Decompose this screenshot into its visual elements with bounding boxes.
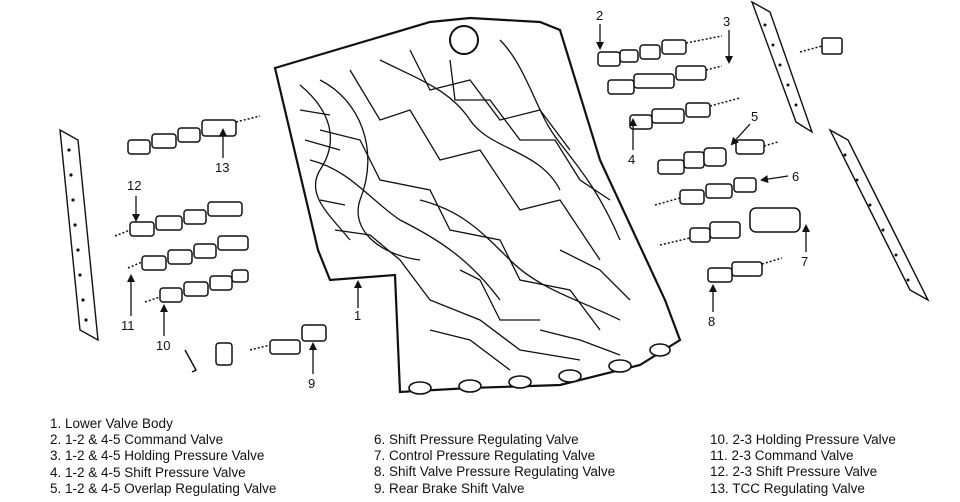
legend-item-11: 11. 2-3 Command Valve <box>710 448 854 464</box>
fluid-passages <box>299 39 631 371</box>
legend-item-10: 10. 2-3 Holding Pressure Valve <box>710 432 896 447</box>
callout-11: 11 <box>121 318 135 333</box>
body-bore <box>449 25 479 55</box>
legend-item-13: 13. TCC Regulating Valve <box>710 480 865 496</box>
callout-13: 13 <box>215 160 229 175</box>
callout-9: 9 <box>308 376 315 391</box>
callout-1: 1 <box>354 308 361 323</box>
callout-8: 8 <box>708 314 715 329</box>
legend-item-12: 12. 2-3 Shift Pressure Valve <box>710 464 878 480</box>
callout-2: 2 <box>596 8 603 23</box>
callout-12: 12 <box>127 178 141 193</box>
legend-column-1: 1. Lower Valve Body 2. 1-2 & 4-5 Command… <box>50 416 276 497</box>
valve-9-rear-brake-shift <box>184 324 327 373</box>
body-bosses <box>408 343 671 395</box>
right-upper-gasket-plate <box>750 0 814 134</box>
callout-6: 6 <box>792 169 799 184</box>
legend-item-7: 7. Control Pressure Regulating Valve <box>374 448 596 464</box>
lower-valve-body <box>273 16 682 395</box>
valve-8-shift-valve-pressure-regulating <box>707 257 783 283</box>
legend-column-3: 10. 2-3 Holding Pressure Valve 11. 2-3 C… <box>710 432 896 497</box>
valve-6-shift-pressure-regulating <box>654 177 757 206</box>
valve-10-holding-pressure <box>144 269 249 303</box>
callout-7: 7 <box>801 254 808 269</box>
valve-2-command <box>597 35 723 67</box>
legend-item-1: 1. Lower Valve Body <box>50 416 173 431</box>
callout-4: 4 <box>628 152 635 167</box>
legend-item-5: 5. 1-2 & 4-5 Overlap Regulating Valve <box>50 480 277 496</box>
legend-item-4: 4. 1-2 & 4-5 Shift Pressure Valve <box>50 464 246 480</box>
legend-item-9: 9. Rear Brake Shift Valve <box>374 480 525 496</box>
valve-12-shift-pressure <box>114 201 243 237</box>
callout-arrows <box>127 24 810 374</box>
callout-10: 10 <box>156 338 170 353</box>
callout-3: 3 <box>723 14 730 29</box>
valve-4-shift-pressure <box>629 97 741 130</box>
right-lower-gasket-plate <box>828 128 930 302</box>
legend-item-8: 8. Shift Valve Pressure Regulating Valve <box>374 464 616 480</box>
callout-5: 5 <box>751 109 758 124</box>
valve-5-overlap-regulating <box>657 139 779 175</box>
valve-3-holding-pressure <box>607 65 723 95</box>
legend-item-6: 6. Shift Pressure Regulating Valve <box>374 432 579 447</box>
valve-13-tcc-regulating <box>127 115 261 155</box>
legend-item-3: 3. 1-2 & 4-5 Holding Pressure Valve <box>50 448 265 464</box>
bolt <box>799 37 843 55</box>
valve-11-command <box>127 235 249 271</box>
callout-numbers: 1 2 3 4 5 6 7 8 9 10 11 12 13 <box>121 8 808 391</box>
valve-7-control-pressure-regulating <box>659 207 801 246</box>
exploded-valve-body-diagram: 1 2 3 4 5 6 7 8 9 10 11 12 13 <box>59 0 930 395</box>
left-gasket-plate <box>59 128 99 342</box>
legend-column-2: 6. Shift Pressure Regulating Valve 7. Co… <box>374 432 615 497</box>
legend-item-2: 2. 1-2 & 4-5 Command Valve <box>50 432 224 448</box>
